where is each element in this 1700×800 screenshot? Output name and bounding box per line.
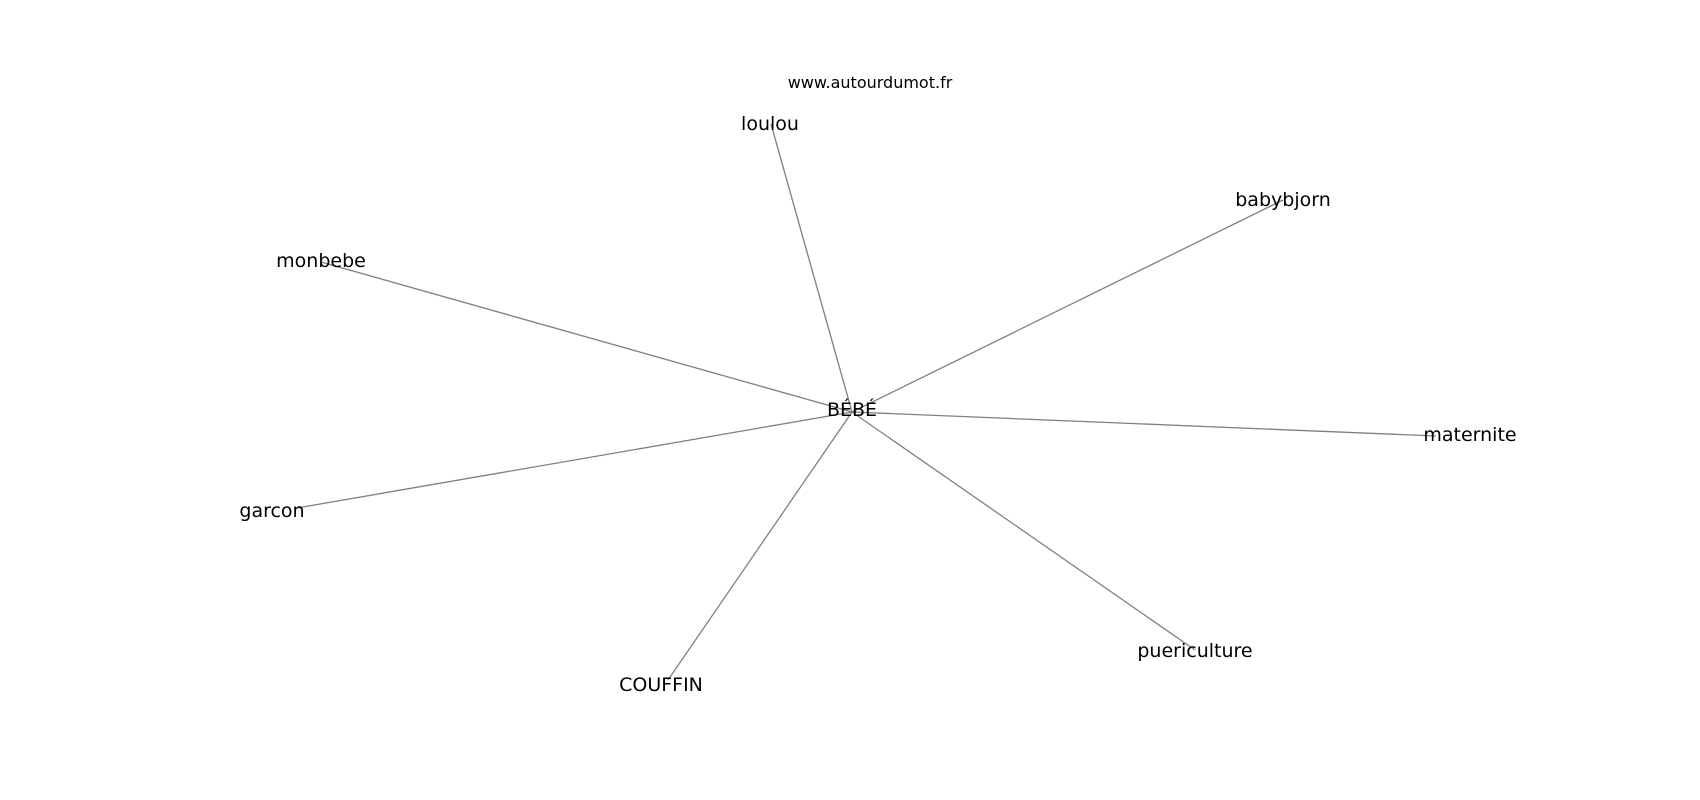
edge-bebe-monbebe [320,261,853,413]
node-puericulture: puericulture [1137,640,1252,662]
edge-bebe-loulou [770,123,853,413]
node-monbebe: monbebe [276,250,366,272]
source-watermark: www.autourdumot.fr [788,73,953,92]
edge-bebe-garcon [296,411,853,509]
label-layer: www.autourdumot.fr BÉBÉ loulou babybjorn… [239,73,1516,696]
node-garcon: garcon [239,500,304,522]
edge-bebe-couffin [667,411,853,681]
node-loulou: loulou [741,113,799,135]
node-couffin: COUFFIN [619,674,703,696]
edge-bebe-babybjorn [851,199,1284,413]
edge-bebe-puericulture [851,411,1196,651]
edge-bebe-maternite [851,411,1437,437]
node-babybjorn: babybjorn [1235,189,1331,211]
edge-layer [296,123,1437,681]
node-maternite: maternite [1423,424,1516,446]
node-center-bebe: BÉBÉ [827,398,877,421]
